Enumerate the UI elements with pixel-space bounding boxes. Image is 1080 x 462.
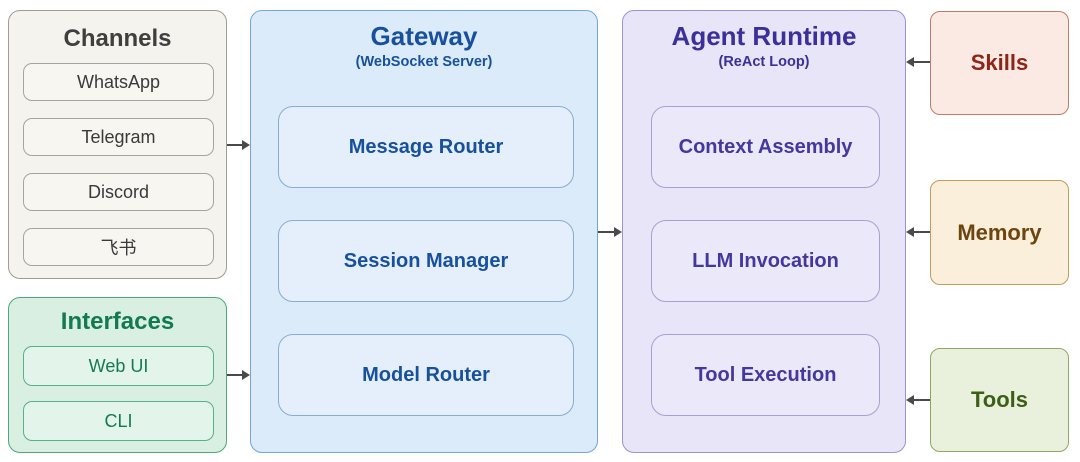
channels-title: Channels [63, 25, 172, 52]
arrow-memory-to-agent-runtime [906, 226, 930, 238]
arrow-gateway-to-agent-runtime [598, 226, 622, 238]
arrow-shaft [598, 231, 616, 233]
skills-node: Skills [930, 11, 1069, 115]
gateway-component-message-router: Message Router [278, 106, 574, 188]
arrow-head-icon [906, 227, 914, 237]
arrow-shaft [912, 231, 930, 233]
arrow-interfaces-to-gateway [227, 369, 250, 381]
arrow-shaft [227, 374, 244, 376]
agent-component-tool-execution: Tool Execution [651, 334, 880, 416]
arrow-head-icon [906, 57, 914, 67]
agent-runtime-title: Agent Runtime [671, 21, 857, 51]
channel-item-telegram: Telegram [23, 118, 214, 156]
arrow-head-icon [906, 395, 914, 405]
gateway-component-session-manager: Session Manager [278, 220, 574, 302]
interface-item-web-ui: Web UI [23, 346, 214, 386]
channel-item-whatsapp: WhatsApp [23, 63, 214, 101]
agent-runtime-subtitle: (ReAct Loop) [718, 54, 810, 70]
memory-node: Memory [930, 180, 1069, 285]
interfaces-panel: Interfaces Web UI CLI [8, 297, 227, 453]
arrow-shaft [912, 399, 930, 401]
gateway-component-model-router: Model Router [278, 334, 574, 416]
agent-component-context-assembly: Context Assembly [651, 106, 880, 188]
gateway-subtitle: (WebSocket Server) [355, 54, 493, 70]
channel-item-discord: Discord [23, 173, 214, 211]
agent-component-llm-invocation: LLM Invocation [651, 220, 880, 302]
arrow-skills-to-agent-runtime [906, 56, 930, 68]
arrow-shaft [227, 144, 244, 146]
arrow-tools-to-agent-runtime [906, 394, 930, 406]
channel-item-feishu: 飞书 [23, 228, 214, 266]
arrow-channels-to-gateway [227, 139, 250, 151]
arrow-shaft [912, 61, 930, 63]
tools-node: Tools [930, 348, 1069, 452]
gateway-title: Gateway [370, 21, 478, 51]
channels-panel: Channels WhatsApp Telegram Discord 飞书 [8, 10, 227, 279]
arrow-head-icon [242, 370, 250, 380]
interfaces-title: Interfaces [60, 308, 175, 335]
agent-runtime-panel: Agent Runtime (ReAct Loop) Context Assem… [622, 10, 906, 453]
arrow-head-icon [614, 227, 622, 237]
gateway-panel: Gateway (WebSocket Server) Message Route… [250, 10, 598, 453]
interface-item-cli: CLI [23, 401, 214, 441]
arrow-head-icon [242, 140, 250, 150]
